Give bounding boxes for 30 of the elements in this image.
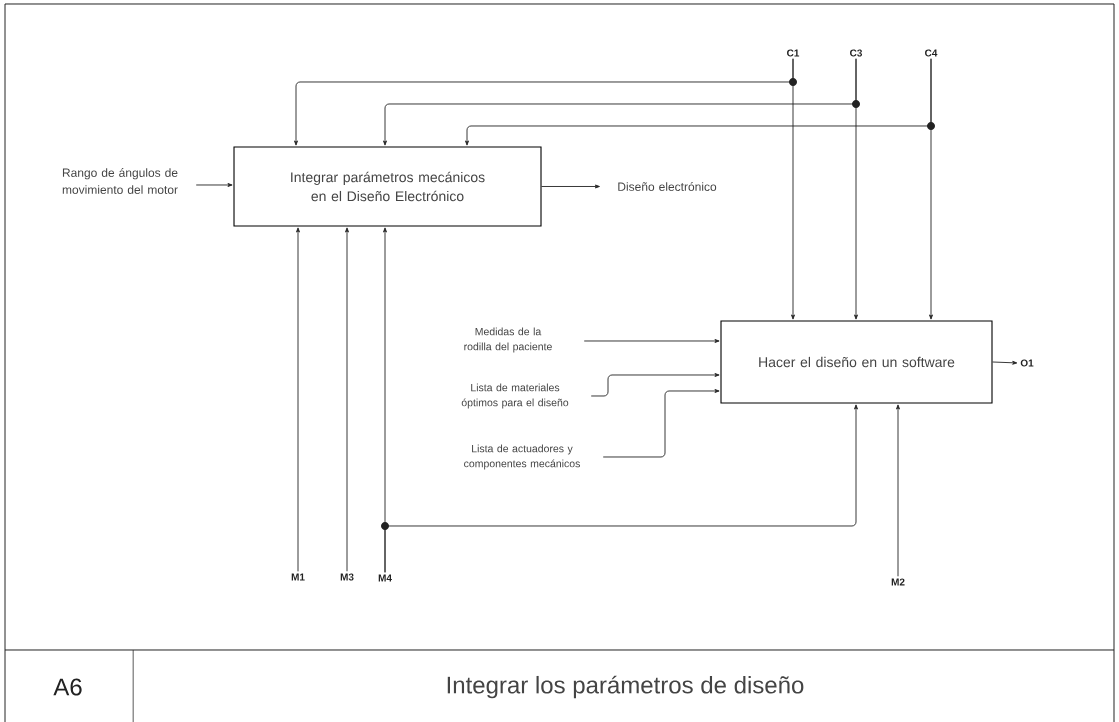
arrow [384, 404, 858, 573]
output-label: Diseño electrónico [618, 182, 717, 191]
process-box: Hacer el diseño en un software [720, 320, 993, 404]
code-label: O1 [1020, 359, 1034, 367]
arrow [602, 389, 720, 458]
arrow [195, 183, 233, 187]
code-label: C3 [850, 49, 863, 57]
code-label: C4 [925, 49, 938, 57]
code-label: M4 [378, 574, 392, 582]
input-label: Medidas de la rodilla del paciente [464, 327, 552, 353]
input-label: Lista de actuadores y componentes mecánicos [464, 444, 580, 470]
title: Integrar los parámetros de diseño [447, 675, 804, 699]
arrow [345, 227, 349, 572]
arrow [541, 184, 600, 189]
process-box: Integrar parámetros mecánicos en el Diseño Electrónico [233, 146, 542, 227]
arrow [992, 360, 1018, 365]
arrow [854, 58, 858, 320]
code-label: M2 [891, 578, 905, 586]
code-label: M3 [340, 573, 354, 581]
input-label: Lista de materiales óptimos para el diseño [461, 383, 569, 409]
arrow [791, 58, 795, 320]
node-number: A6 [53, 678, 82, 696]
input-label: Rango de ángulos de movimiento del motor [62, 168, 178, 194]
arrow [296, 227, 300, 572]
code-label: C1 [787, 49, 800, 57]
code-label: M1 [291, 573, 305, 581]
arrow [896, 404, 900, 577]
arrow [590, 373, 720, 397]
arrow [929, 58, 933, 320]
arrow [583, 339, 720, 343]
